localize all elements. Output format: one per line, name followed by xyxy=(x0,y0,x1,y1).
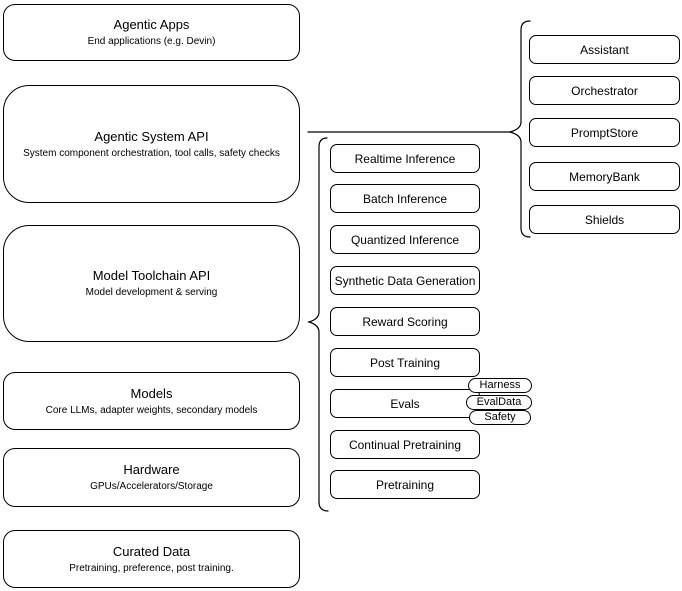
tag-label: Harness xyxy=(479,379,521,391)
node-realtime-inference: Realtime Inference xyxy=(330,144,480,173)
node-subtitle: GPUs/Accelerators/Storage xyxy=(90,481,213,492)
node-agentic-apps: Agentic Apps End applications (e.g. Devi… xyxy=(3,4,300,61)
tag-evaldata: EvalData xyxy=(466,395,532,410)
node-label: Orchestrator xyxy=(571,83,638,98)
node-label: Evals xyxy=(390,396,420,411)
node-label: Continual Pretraining xyxy=(348,437,462,452)
node-model-toolchain-api: Model Toolchain API Model development & … xyxy=(3,225,300,342)
node-continual-pretraining: Continual Pretraining xyxy=(330,430,480,459)
node-subtitle: Pretraining, preference, post training. xyxy=(69,562,234,574)
node-promptstore: PromptStore xyxy=(529,118,680,147)
node-post-training: Post Training xyxy=(330,348,480,377)
node-subtitle: Core LLMs, adapter weights, secondary mo… xyxy=(45,404,258,416)
node-label: Post Training xyxy=(369,355,441,370)
node-assistant: Assistant xyxy=(529,35,680,64)
node-label: Assistant xyxy=(580,42,629,57)
node-label: Quantized Inference xyxy=(350,232,460,247)
node-label: Batch Inference xyxy=(362,191,448,206)
node-label: Realtime Inference xyxy=(354,151,456,166)
node-label: Synthetic Data Generation xyxy=(334,273,476,288)
tag-label: Safety xyxy=(484,411,516,423)
node-title: Agentic Apps xyxy=(113,17,190,32)
node-label: PromptStore xyxy=(570,125,639,140)
node-title: Curated Data xyxy=(112,543,191,559)
node-reward-scoring: Reward Scoring xyxy=(330,307,480,336)
brace-model-toolchain xyxy=(306,137,329,512)
node-models: Models Core LLMs, adapter weights, secon… xyxy=(3,372,300,430)
brace-agentic-system xyxy=(507,20,531,238)
node-subtitle: System component orchestration, tool cal… xyxy=(23,147,280,159)
node-evals: Evals xyxy=(330,389,480,418)
node-title: Hardware xyxy=(123,462,180,477)
node-hardware: Hardware GPUs/Accelerators/Storage xyxy=(3,448,300,507)
node-curated-data: Curated Data Pretraining, preference, po… xyxy=(3,530,300,588)
tag-harness: Harness xyxy=(468,378,532,393)
node-label: Shields xyxy=(584,212,625,227)
node-orchestrator: Orchestrator xyxy=(529,76,680,105)
node-subtitle: Model development & serving xyxy=(85,287,218,298)
node-synthetic-data-generation: Synthetic Data Generation xyxy=(330,266,480,295)
node-pretraining: Pretraining xyxy=(330,470,480,499)
node-label: Pretraining xyxy=(375,477,435,492)
node-memorybank: MemoryBank xyxy=(529,162,680,191)
node-shields: Shields xyxy=(529,205,680,234)
node-label: MemoryBank xyxy=(569,169,640,184)
node-subtitle: End applications (e.g. Devin) xyxy=(87,36,216,47)
node-quantized-inference: Quantized Inference xyxy=(330,225,480,254)
node-label: Reward Scoring xyxy=(362,314,448,329)
node-title: Agentic System API xyxy=(94,128,209,144)
node-title: Models xyxy=(130,385,173,401)
node-title: Model Toolchain API xyxy=(92,268,211,283)
node-agentic-system-api: Agentic System API System component orch… xyxy=(3,85,300,203)
node-batch-inference: Batch Inference xyxy=(330,184,480,213)
tag-label: EvalData xyxy=(476,396,522,408)
tag-safety: Safety xyxy=(469,410,531,425)
